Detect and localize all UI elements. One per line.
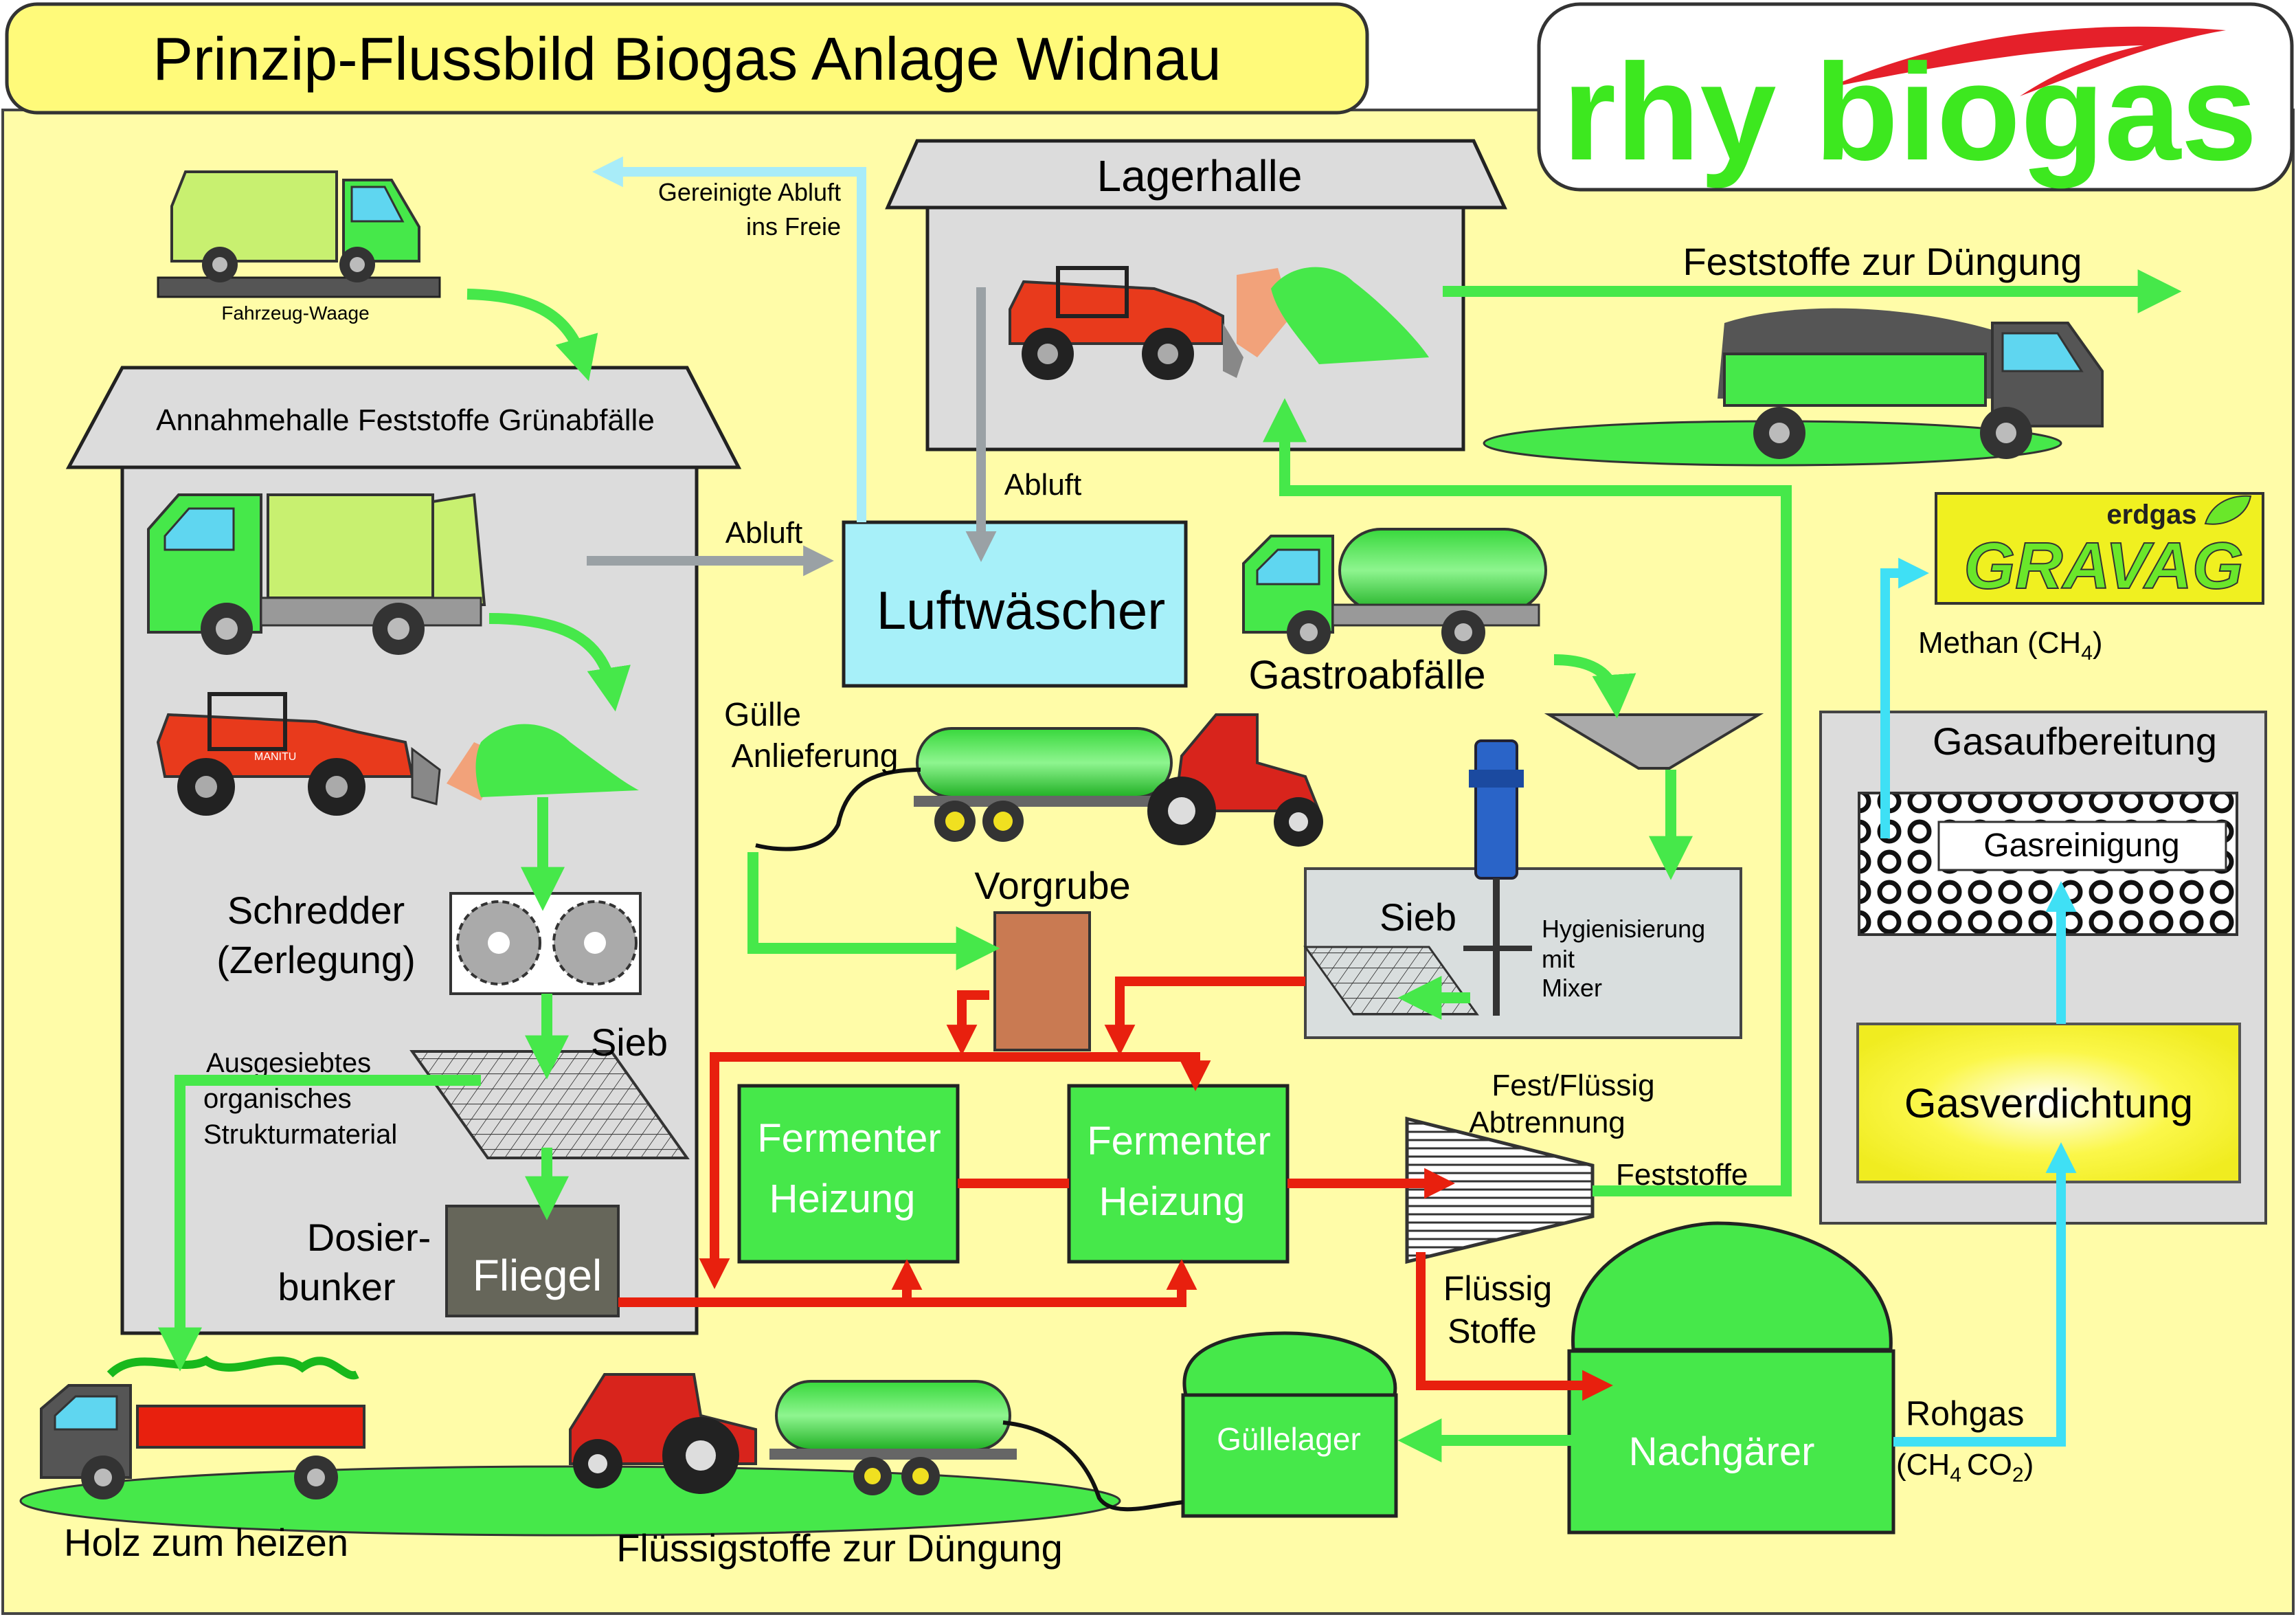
dosier-label-1: Dosier-	[307, 1216, 431, 1259]
telehandler-storage-icon	[1009, 266, 1429, 380]
green-flow-lines	[158, 269, 2182, 1462]
schredder-label: Schredder	[227, 889, 405, 932]
fluessigstoffe-duengung-label: Flüssigstoffe zur Düngung	[616, 1526, 1063, 1570]
ausgesiebtes-label-3: Strukturmaterial	[203, 1119, 397, 1150]
red-flow-lines	[618, 977, 1613, 1401]
nachgaerer-label: Nachgärer	[1629, 1429, 1815, 1474]
vorgrube-label: Vorgrube	[974, 864, 1130, 907]
separator-icon	[1405, 1116, 1595, 1264]
guelle-label-1: Gülle	[724, 697, 801, 733]
abluft-left-label: Abluft	[725, 516, 803, 550]
ausgesiebtes-label-1: Ausgesiebtes	[206, 1048, 371, 1078]
holz-label: Holz zum heizen	[64, 1521, 348, 1564]
fest-fluessig-label-2: Abtrennung	[1469, 1106, 1625, 1139]
hose-line	[755, 768, 921, 851]
abluft-top-label: Abluft	[1004, 468, 1082, 502]
luftwaescher-box	[842, 520, 1188, 688]
rhy-biogas-logo: rhy biogas	[1537, 2, 2294, 192]
hygienisierung-label-2: mit	[1542, 945, 1575, 973]
nachgaerer-tank	[1567, 1221, 1895, 1535]
fermenter-1-label-2: Heizung	[769, 1176, 916, 1221]
gastro-tanker-icon	[1242, 528, 1547, 654]
zerlegung-label: (Zerlegung)	[216, 938, 415, 981]
shredder-icon	[449, 892, 642, 995]
weighbridge-truck-icon	[157, 170, 441, 298]
dump-truck-icon	[1483, 308, 2104, 467]
fluessig-label-2: Stoffe	[1448, 1312, 1537, 1350]
methan-label: Methan (CH4)	[1918, 626, 2103, 665]
manitu-label: MANITU	[254, 751, 296, 763]
fliegel-label: Fliegel	[473, 1251, 603, 1300]
leaf-icon	[2204, 495, 2252, 525]
gastroabfaelle-label: Gastroabfälle	[1249, 653, 1486, 698]
vorgrube-box	[993, 911, 1091, 1051]
gereinigte-abluft-label-2: ins Freie	[746, 212, 841, 241]
page-title: Prinzip-Flussbild Biogas Anlage Widnau	[153, 25, 1221, 93]
title-box: Prinzip-Flussbild Biogas Anlage Widnau	[5, 2, 1369, 115]
lagerhalle-label: Lagerhalle	[1097, 151, 1303, 201]
fermenter-2-label-1: Fermenter	[1087, 1119, 1271, 1163]
fermenter-1-label-1: Fermenter	[757, 1116, 941, 1161]
guellelager-tank	[1181, 1331, 1398, 1518]
hygienisierung-label-1: Hygienisierung	[1542, 915, 1705, 943]
sieb-left-label: Sieb	[591, 1021, 668, 1064]
manure-tanker-tractor-icon	[914, 713, 1323, 847]
gereinigte-abluft-label-1: Gereinigte Abluft	[658, 178, 841, 206]
cyan-flow-lines	[1880, 557, 2077, 1447]
wood-truck-icon	[40, 1355, 365, 1499]
telehandler-icon: MANITU	[156, 692, 639, 816]
dosier-label-2: bunker	[278, 1265, 395, 1308]
annahmehalle-label: Annahmehalle Feststoffe Grünabfälle	[156, 403, 655, 437]
logo-swoosh-icon	[1827, 26, 2226, 96]
fermenter-2-box	[1067, 1084, 1290, 1264]
sieb-right-label: Sieb	[1380, 895, 1456, 939]
fliegel-box	[445, 1205, 620, 1317]
garbage-truck-icon	[147, 493, 486, 655]
gasaufbereitung-label: Gasaufbereitung	[1933, 720, 2217, 763]
fest-fluessig-label-1: Fest/Flüssig	[1492, 1069, 1654, 1102]
gasreinigung-labelbox	[1937, 821, 2227, 871]
fahrzeug-waage-label: Fahrzeug-Waage	[221, 302, 369, 324]
guelle-label-2: Anlieferung	[732, 738, 899, 774]
grey-flow-lines	[587, 287, 997, 577]
fermenter-1-box	[737, 1084, 960, 1264]
gravag-box	[1935, 492, 2264, 605]
clean-air-flow-line	[592, 156, 866, 522]
fermenter-2-label-2: Heizung	[1099, 1179, 1246, 1224]
feststoffe-duengung-label: Feststoffe zur Düngung	[1682, 240, 2082, 283]
funnel-icon	[1544, 713, 1764, 770]
guellelager-label: Güllelager	[1217, 1421, 1361, 1457]
gasverdichtung-label: Gasverdichtung	[1904, 1080, 2193, 1126]
erdgas-label: erdgas	[2106, 500, 2196, 530]
ausgesiebtes-label-2: organisches	[203, 1084, 352, 1114]
logo-text: rhy biogas	[1562, 36, 2257, 189]
gasreinigung-label: Gasreinigung	[1983, 827, 2180, 864]
field-hose-line	[1002, 1420, 1184, 1512]
fluessig-label-1: Flüssig	[1443, 1269, 1552, 1308]
luftwaescher-label: Luftwäscher	[877, 580, 1166, 640]
gravag-label: GRAVAG	[1963, 529, 2243, 603]
field-tractor-tanker-icon	[569, 1373, 1017, 1495]
mixer-motor-icon	[1463, 739, 1532, 1016]
rohgas-label: Rohgas	[1906, 1394, 2024, 1433]
hygienisierung-label-3: Mixer	[1542, 974, 1602, 1002]
